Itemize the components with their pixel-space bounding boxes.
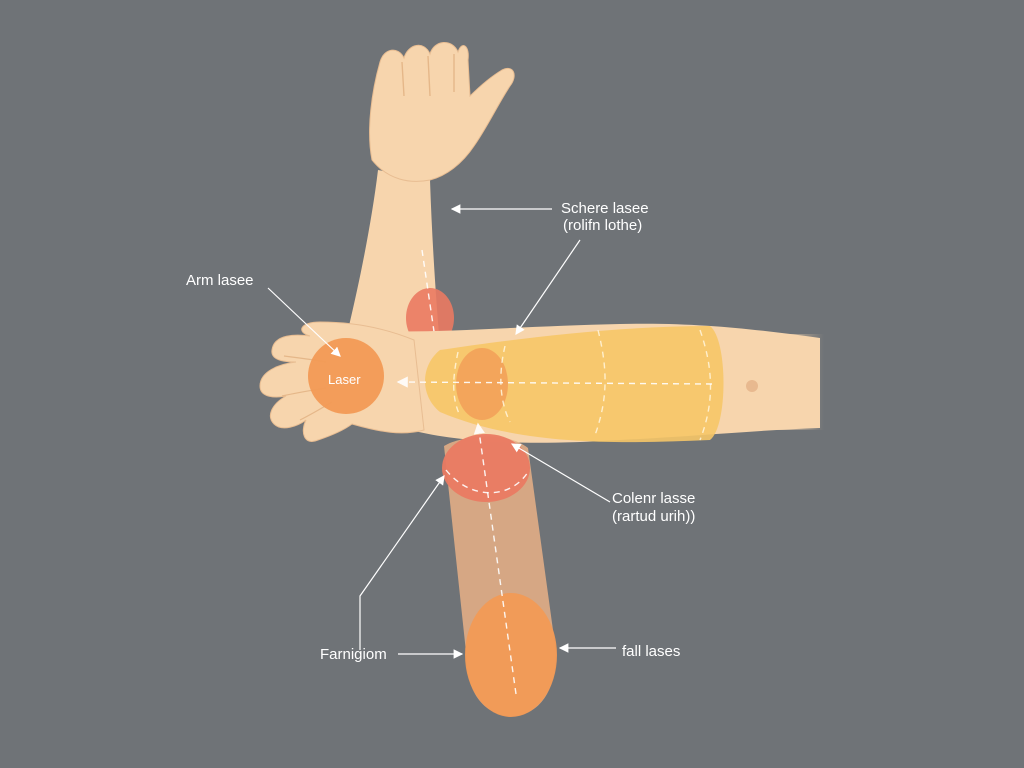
palm-laser-spot bbox=[308, 338, 384, 414]
label-fall: fall lases bbox=[622, 643, 680, 660]
label-farnigiom: Farnigiom bbox=[320, 646, 387, 663]
label-colenr: Colenr lasse bbox=[612, 490, 695, 507]
label-arm: Arm lasee bbox=[186, 272, 254, 289]
lower-orange-spot bbox=[465, 593, 557, 717]
lower-limb bbox=[442, 422, 557, 717]
labels: Schere lasee (rolifn lothe) Arm lasee La… bbox=[186, 200, 695, 663]
label-laser: Laser bbox=[328, 372, 361, 387]
label-schere-sub: (rolifn lothe) bbox=[563, 217, 642, 234]
raised-fist bbox=[369, 42, 515, 182]
leader-lines bbox=[267, 204, 616, 659]
label-colenr-sub: (rartud urih)) bbox=[612, 508, 695, 525]
upper-red-spot bbox=[442, 434, 530, 502]
horizontal-arm bbox=[259, 321, 824, 443]
label-schere: Schere lasee bbox=[561, 200, 649, 217]
forearm-orange-band bbox=[456, 348, 508, 420]
forearm-yellow-zone bbox=[425, 326, 724, 443]
raised-arm bbox=[348, 42, 515, 348]
